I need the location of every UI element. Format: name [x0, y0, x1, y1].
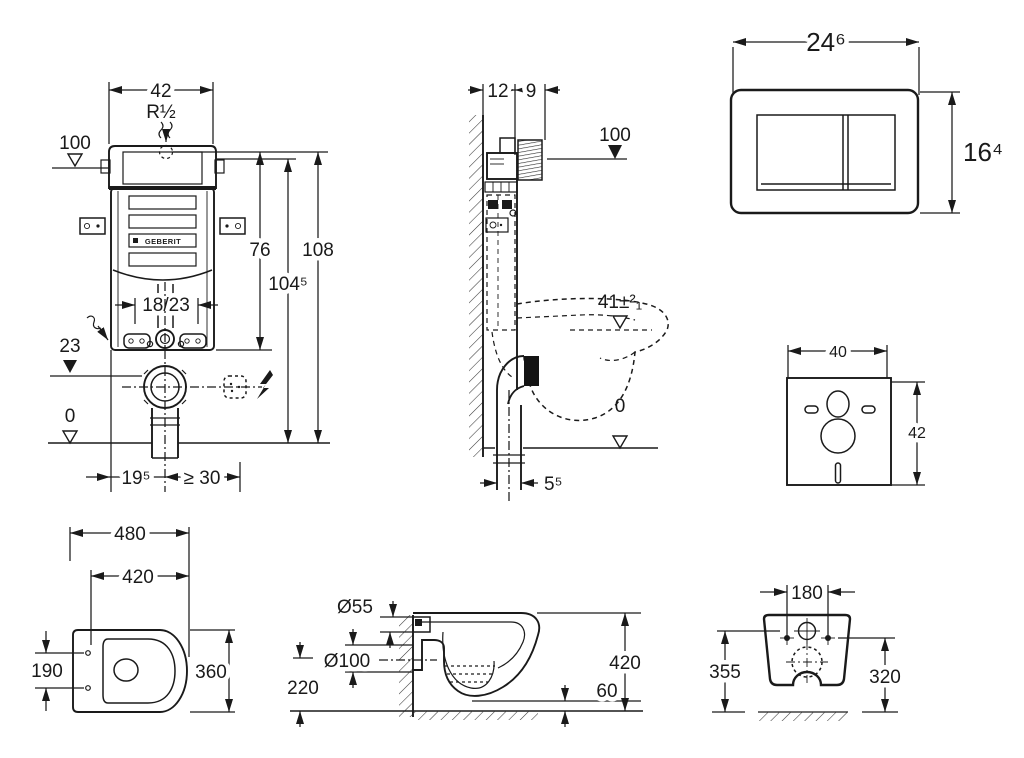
wall-bracket-right — [219, 217, 246, 235]
dim-outlet-100: Ø100 — [319, 629, 437, 688]
mat-cutouts — [804, 390, 876, 484]
dim-bottom-offsets: 19⁵ ≥ 30 — [86, 350, 241, 494]
pan-side-view-drawing: Ø55 Ø100 220 420 60 — [287, 597, 645, 727]
dim-label-offset-left: 19⁵ — [121, 468, 150, 489]
fill-valve-assembly — [486, 137, 543, 181]
dim-label-depth-tank: 9 — [526, 81, 537, 102]
wc-pan-hidden-outline — [516, 297, 669, 422]
flush-bend-and-drain — [493, 355, 539, 504]
brand-logo-text: GEBERIT — [145, 237, 181, 246]
dim-label-thread: R½ — [146, 102, 176, 123]
datum-41-rim-level: 41±²₁ — [570, 292, 652, 331]
cistern-side-view-drawing: 12 9 100 41 — [468, 77, 669, 504]
pan-top-view-drawing: 480 420 190 360 — [30, 520, 235, 713]
wall-section — [469, 115, 484, 457]
dim-pipe-55: 5⁵ — [480, 474, 562, 495]
dim-label-outlet-size: 18/23 — [142, 295, 190, 316]
dim-label-seat-length: 420 — [122, 567, 154, 588]
dim-label-outlet-level: 23 — [59, 336, 80, 357]
pan-top-outline — [72, 629, 188, 713]
dim-outlet-18-23: 18/23 — [115, 291, 218, 324]
dim-mat-width: 40 — [787, 340, 888, 378]
insulation-mat-body — [786, 377, 892, 486]
dim-label-mat-height: 42 — [908, 425, 926, 442]
dim-pan-length: 480 — [69, 520, 190, 657]
datum-100-supply-level: 100 — [52, 133, 109, 169]
dim-label-rim-level: 41±²₁ — [598, 292, 642, 313]
flush-plate-drawing: 24⁶ 16⁴ — [729, 23, 1003, 215]
dim-pan-width-360: 360 — [190, 629, 235, 713]
supply-hole — [794, 618, 820, 644]
dim-label-plate-width: 24⁶ — [806, 27, 846, 57]
dim-label-rear-hole-spacing: 180 — [791, 583, 823, 604]
dim-label-pipe-dia: 5⁵ — [544, 474, 562, 495]
dim-width-42: 42 — [108, 77, 214, 144]
electrical-connection-symbol — [223, 370, 273, 399]
dim-left-height-355: 355 — [705, 630, 780, 713]
drain-hole-dashed — [786, 641, 828, 683]
dim-hole-spacing-180: 180 — [760, 579, 855, 635]
flush-buttons — [756, 114, 896, 191]
dim-label-clearance-right: ≥ 30 — [184, 468, 221, 489]
dim-floor-gap-60: 60 — [472, 677, 641, 727]
water-supply-arrow-icon — [158, 121, 174, 160]
datum-23-outlet-level: 23 — [50, 315, 142, 377]
dim-plate-width: 24⁶ — [732, 23, 920, 95]
dim-seat-length: 420 — [90, 563, 189, 645]
dim-label-mat-width: 40 — [829, 344, 847, 361]
dim-hole-spacing-190: 190 — [30, 631, 84, 711]
dim-heights-right: 76 104⁵ 108 — [173, 151, 338, 443]
pan-rear-outline — [762, 613, 852, 687]
dim-plate-height: 16⁴ — [920, 91, 1003, 214]
frame-profile — [484, 179, 518, 390]
dim-label-left-height: 355 — [709, 662, 741, 683]
dim-right-height-320: 320 — [838, 637, 905, 713]
dim-label-pan-width: 360 — [195, 662, 227, 683]
water-level-dashes — [445, 665, 495, 683]
dim-inlet-55: Ø55 — [337, 597, 413, 648]
flush-button-frame — [756, 114, 896, 191]
dim-depths-top: 12 9 — [468, 77, 560, 155]
datum-0-floor-level: 0 — [61, 406, 79, 445]
dim-mat-height: 42 — [891, 381, 931, 486]
dim-label-supply-level: 100 — [59, 133, 91, 154]
dim-label-top-level: 100 — [599, 125, 631, 146]
dim-label-height-total: 108 — [302, 240, 334, 261]
dim-label-outlet-height: 220 — [287, 678, 319, 699]
dim-label-height-104: 104⁵ — [268, 274, 308, 295]
dim-label-height-inner: 76 — [249, 240, 270, 261]
fixing-holes — [780, 631, 835, 645]
dim-label-floor-level: 0 — [65, 406, 76, 427]
dim-outlet-height-220: 220 — [287, 642, 319, 727]
pan-rear-view-drawing: 180 355 320 — [705, 579, 905, 721]
dim-label-hole-spacing: 190 — [31, 661, 63, 682]
dim-label-depth-frame: 12 — [487, 81, 508, 102]
insulation-mat-drawing: 40 42 — [786, 340, 931, 486]
datum-0-floor-level-side: 0 — [611, 396, 629, 450]
dim-pan-height-420: 420 — [537, 612, 645, 711]
ground-hatch — [758, 711, 848, 721]
wall-bracket-left — [79, 217, 106, 235]
dim-label-pan-height: 420 — [609, 653, 641, 674]
flush-plate-body — [729, 88, 920, 215]
datum-100-top-level: 100 — [547, 125, 631, 160]
dim-label-width: 42 — [150, 81, 171, 102]
cistern-front-view-drawing: 42 R½ 100 GEBERIT — [48, 77, 338, 494]
dim-label-inlet-dia: Ø55 — [337, 597, 373, 618]
dim-label-pan-length: 480 — [114, 524, 146, 545]
lightning-bolt-icon — [257, 370, 273, 399]
dim-label-outlet-dia: Ø100 — [324, 651, 370, 672]
cistern-frame: GEBERIT — [110, 187, 215, 351]
dim-label-right-height: 320 — [869, 667, 901, 688]
dim-label-floor-gap: 60 — [596, 681, 617, 702]
pan-side-outline — [412, 612, 541, 697]
dim-label-plate-height: 16⁴ — [963, 137, 1003, 167]
dim-label-floor-level-side: 0 — [615, 396, 626, 417]
